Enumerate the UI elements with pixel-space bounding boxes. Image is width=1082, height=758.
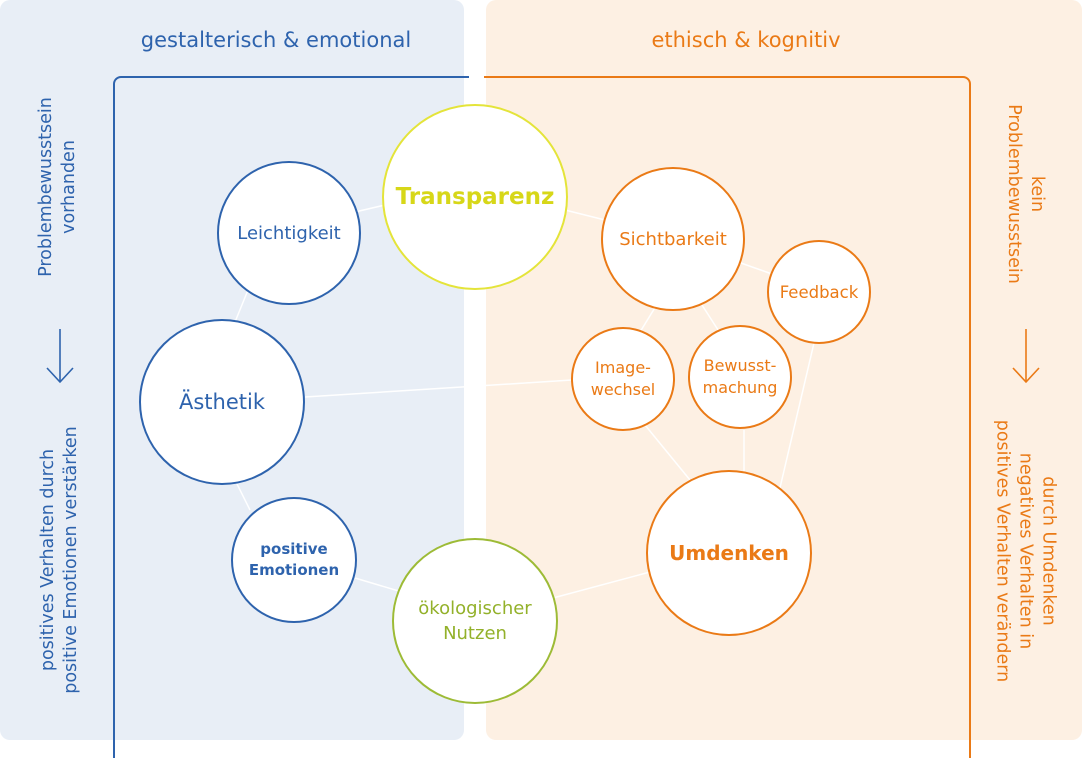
node-label: Ästhetik — [179, 390, 265, 414]
node-label-line: ökologischer — [418, 598, 532, 619]
node-label-line: Nutzen — [443, 623, 507, 644]
right-column-title: ethisch & kognitiv — [651, 28, 841, 52]
left-frame — [113, 76, 469, 758]
node-label: Umdenken — [669, 541, 789, 565]
edge-feedback-umdenken — [778, 342, 815, 493]
node-label: Feedback — [779, 282, 859, 302]
node-feedback: Feedback — [767, 240, 871, 344]
edge-aesthetik-imagewechsel — [304, 379, 573, 398]
node-label-line: Emotionen — [248, 561, 340, 579]
edge-leichtigkeit-transparenz — [354, 204, 386, 213]
right-frame — [484, 76, 971, 758]
edge-sichtbarkeit-feedback — [737, 261, 773, 275]
node-positive-emotionen: positive Emotionen — [231, 497, 357, 623]
node-label-line: positive — [260, 540, 328, 558]
node-sichtbarkeit: Sichtbarkeit — [601, 167, 745, 311]
connection-lines — [234, 204, 815, 599]
node-bewusstmachung: Bewusst- machung — [688, 325, 792, 429]
node-leichtigkeit: Leichtigkeit — [217, 161, 361, 305]
edge-imagewechsel-umdenken — [644, 424, 691, 481]
node-label-line: Bewusst- — [703, 356, 777, 375]
edge-sichtbarkeit-imagewechsel — [639, 305, 657, 333]
node-aesthetik: Ästhetik — [139, 319, 305, 485]
node-label: Leichtigkeit — [237, 222, 341, 244]
edge-sichtbarkeit-bewusstmachung — [701, 304, 721, 334]
node-label: Transparenz — [395, 184, 555, 210]
left-column-title: gestalterisch & emotional — [140, 28, 412, 52]
edge-aesthetik-positive-emotionen — [235, 481, 251, 511]
edge-emotionen-nutzen — [354, 577, 403, 593]
node-oekologischer-nutzen: ökologischer Nutzen — [392, 538, 558, 704]
arrow-down-right-icon — [1012, 329, 1040, 384]
arrow-down-left-icon — [46, 329, 74, 384]
edge-nutzen-umdenken — [552, 571, 651, 599]
edge-transparenz-sichtbarkeit — [564, 209, 606, 221]
edge-leichtigkeit-aesthetik — [234, 289, 249, 323]
node-label: Sichtbarkeit — [619, 228, 727, 250]
node-label-line: machung — [702, 378, 778, 397]
node-umdenken: Umdenken — [646, 470, 812, 636]
node-label-line: wechsel — [590, 380, 656, 399]
node-imagewechsel: Image- wechsel — [571, 327, 675, 431]
node-transparenz: Transparenz — [382, 104, 568, 290]
node-label-line: Image- — [595, 358, 651, 377]
